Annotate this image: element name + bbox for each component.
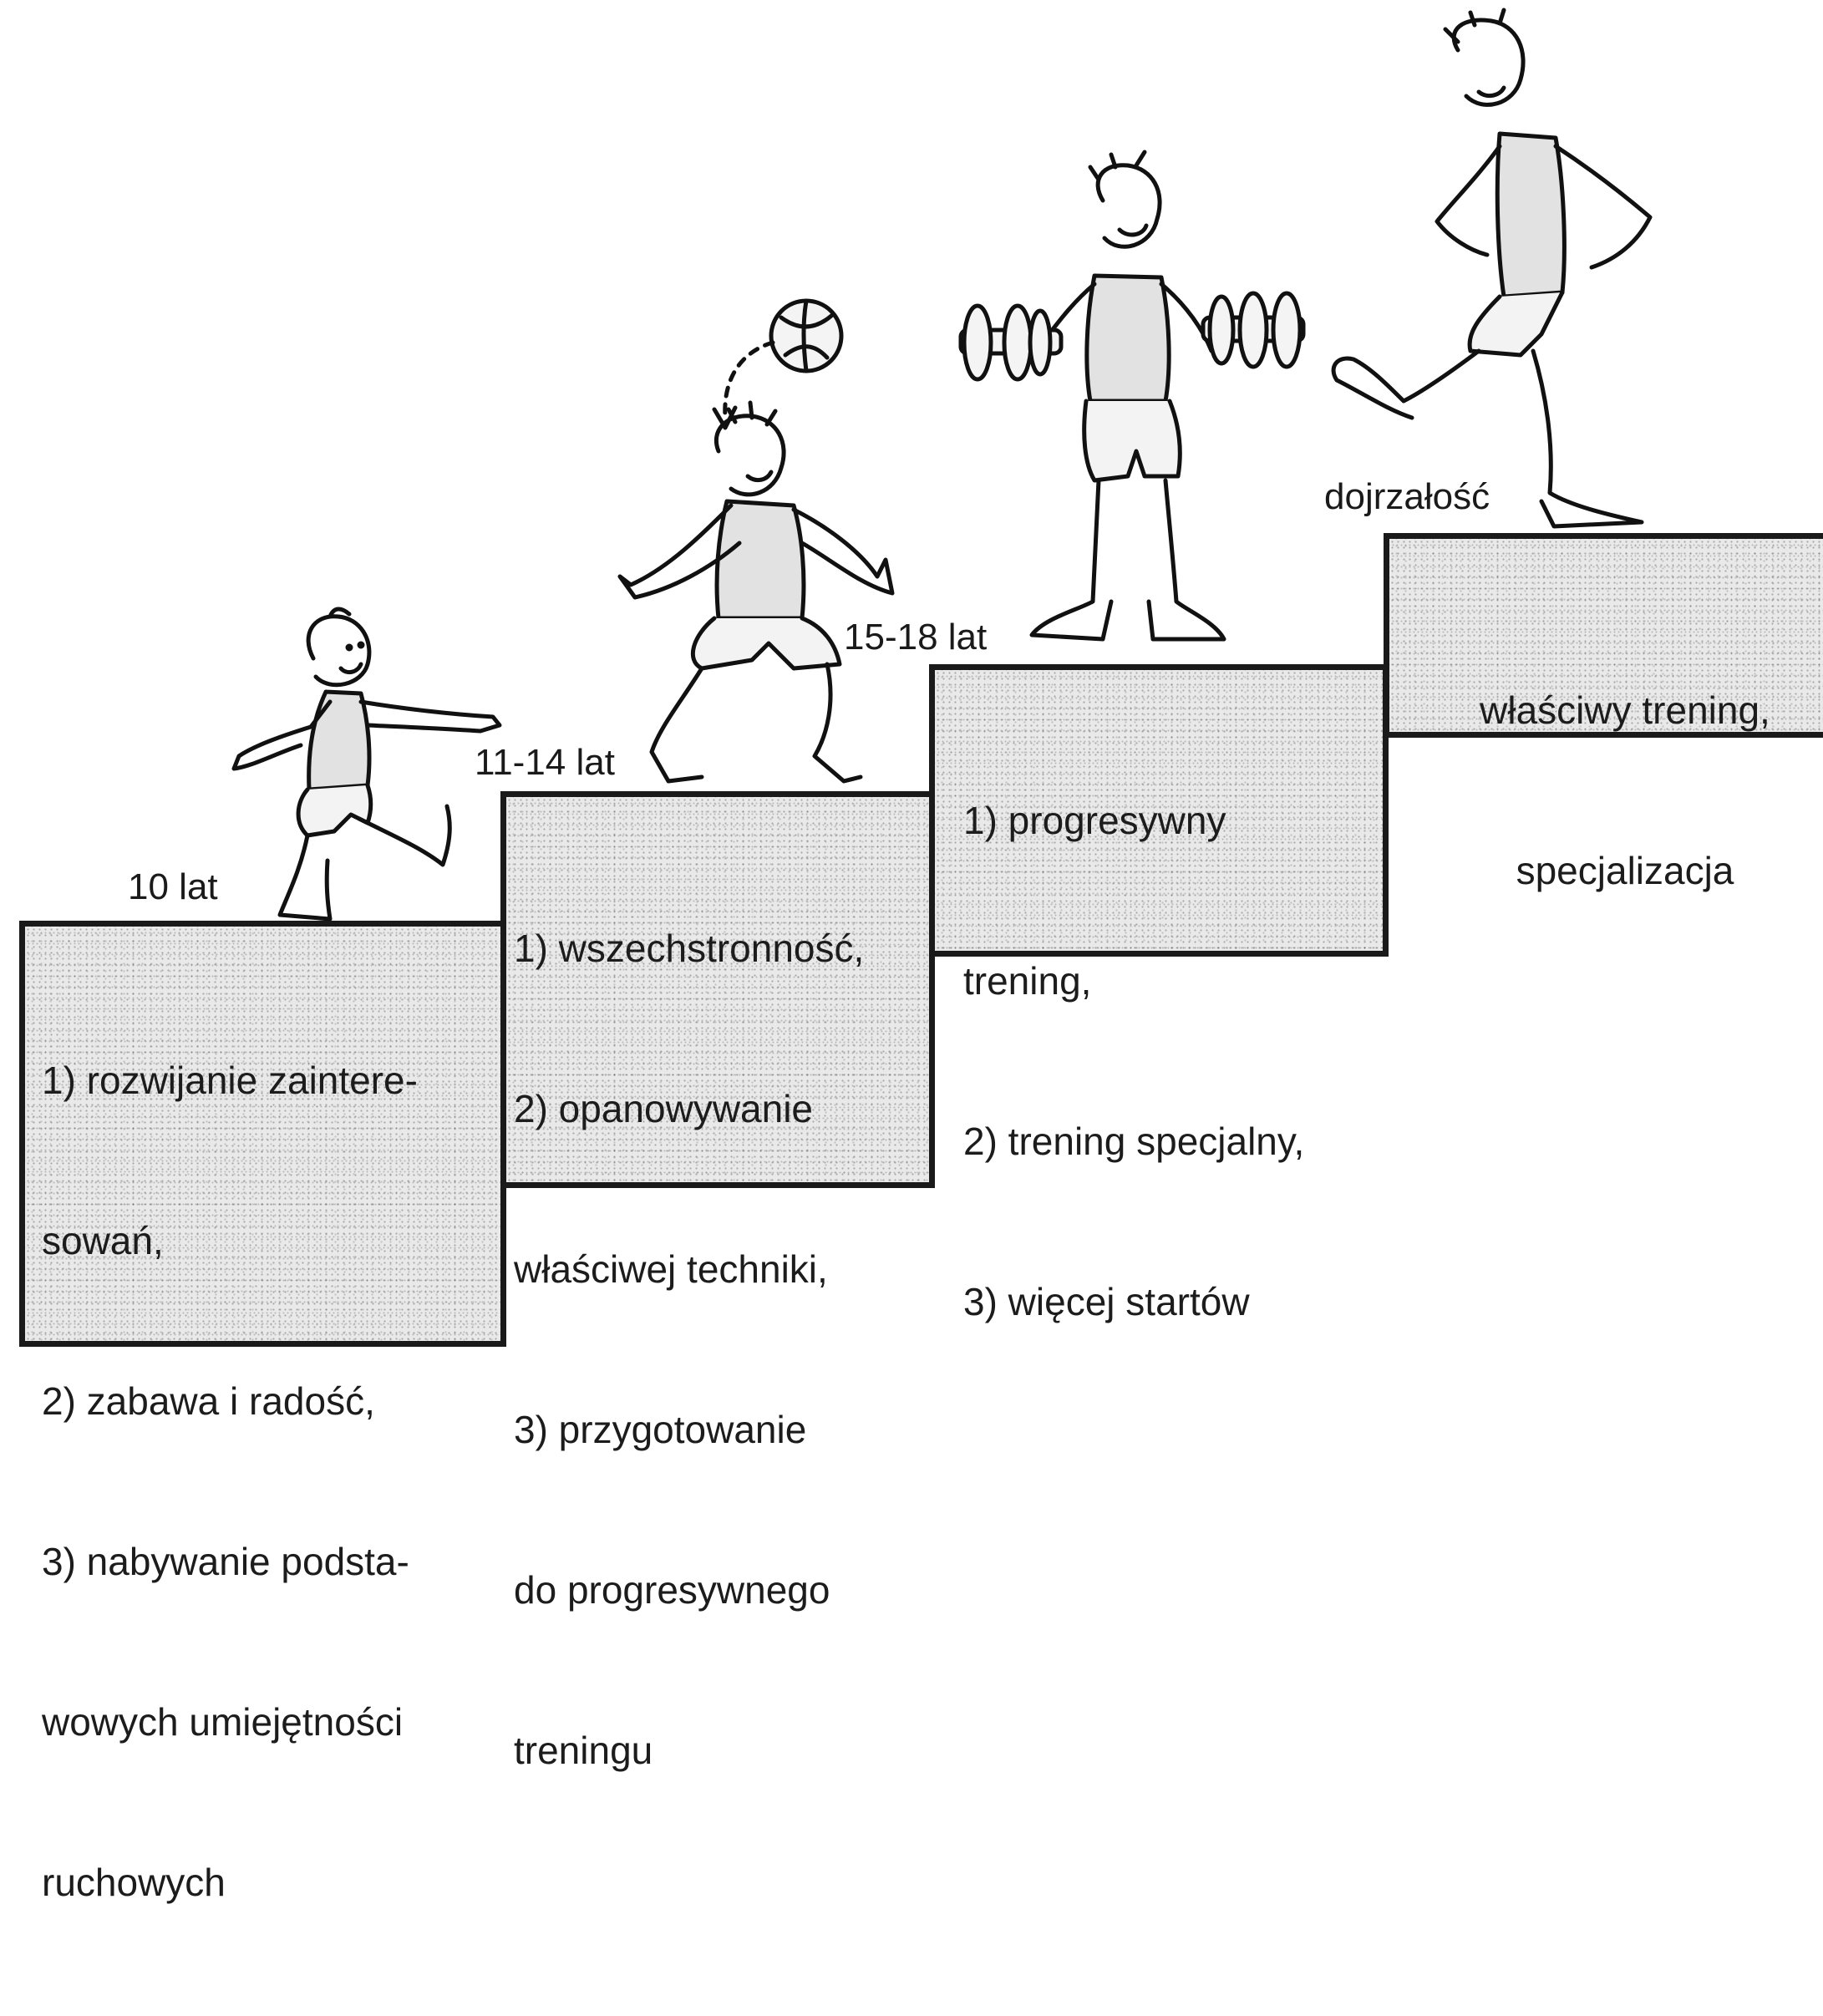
age-label-11-14-lat: 11-14 lat <box>475 742 615 783</box>
step-3-line-1: 1) progresywny <box>963 799 1226 842</box>
step-15-18-lat <box>929 664 1389 957</box>
right-dumbbell-icon <box>1201 291 1306 369</box>
step-2-line-4: 3) przygotowanie <box>514 1408 807 1451</box>
age-label-dojrzalosc: dojrzałość <box>1324 476 1490 517</box>
left-dumbbell-icon <box>958 303 1064 382</box>
child-head <box>306 607 372 688</box>
runner-head <box>1443 8 1526 107</box>
ball-icon <box>769 298 844 373</box>
step-4-line-2: specjalizacja <box>1516 849 1734 892</box>
step-3-line-4: 3) więcej startów <box>963 1280 1250 1323</box>
step-1-line-6: ruchowych <box>42 1861 226 1904</box>
step-1-line-2: sowań, <box>42 1219 164 1262</box>
child-body <box>231 689 502 922</box>
step-4-text: właściwy trening, specjalizacja <box>1420 576 1823 1004</box>
step-1-line-4: 3) nabywanie podsta- <box>42 1540 409 1583</box>
step-2-line-1: 1) wszechstronność, <box>514 927 865 970</box>
step-1-line-3: 2) zabawa i radość, <box>42 1379 375 1423</box>
age-label-15-18-lat: 15-18 lat <box>844 617 988 658</box>
training-stages-diagram: 1) rozwijanie zaintere- sowań, 2) zabawa… <box>19 8 1823 1904</box>
step-11-14-lat <box>500 791 935 1188</box>
ball-trajectory <box>723 340 775 420</box>
step-2-line-5: do progresywnego <box>514 1568 830 1612</box>
step-1-line-5: wowych umiejętności <box>42 1700 404 1744</box>
child-figure-illustration <box>231 607 502 922</box>
teen-dumbbell-figure-illustration <box>958 150 1306 642</box>
runner-body <box>1331 131 1653 529</box>
adult-runner-figure-illustration <box>1331 8 1653 529</box>
youth-body <box>617 499 895 784</box>
step-1-line-1: 1) rozwijanie zaintere- <box>42 1059 418 1102</box>
youth-football-figure-illustration <box>617 298 895 784</box>
step-3-line-3: 2) trening specjalny, <box>963 1120 1305 1163</box>
teen-body <box>1029 273 1226 642</box>
step-2-line-3: właściwej techniki, <box>514 1247 828 1291</box>
step-3-text: 1) progresywny trening, 2) trening specj… <box>963 687 1304 1435</box>
youth-head <box>713 400 786 497</box>
teen-head <box>1088 150 1162 249</box>
step-10-lat <box>19 921 506 1347</box>
step-3-line-2: trening, <box>963 959 1092 1003</box>
step-dojrzalosc <box>1384 533 1823 738</box>
age-label-10-lat: 10 lat <box>128 866 218 907</box>
step-2-line-2: 2) opanowywanie <box>514 1087 814 1130</box>
step-2-line-6: treningu <box>514 1729 653 1772</box>
step-4-line-1: właściwy trening, <box>1480 688 1770 732</box>
